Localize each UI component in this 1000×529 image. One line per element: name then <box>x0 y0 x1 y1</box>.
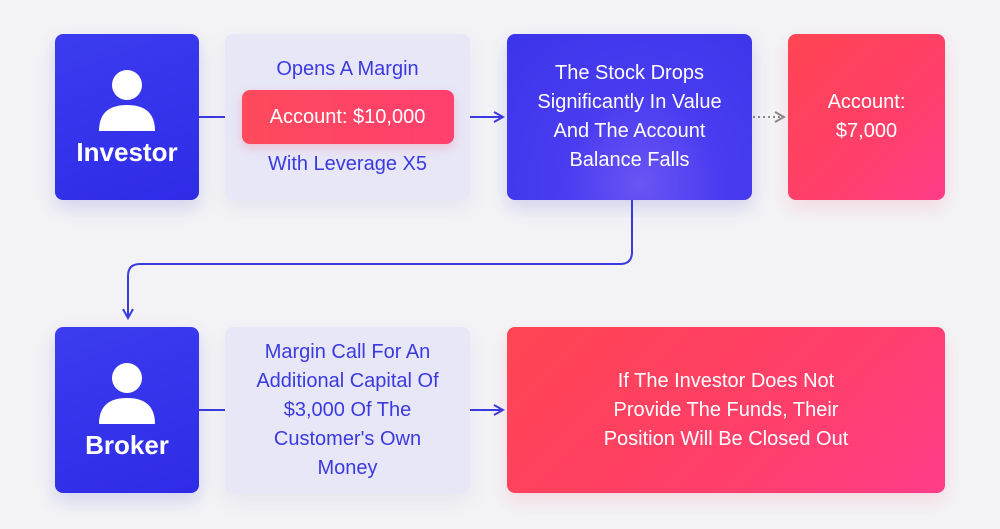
stock-drops-line: Balance Falls <box>569 149 690 171</box>
account-after-line: Account: <box>827 91 906 113</box>
opens-margin-node: Opens A Margin Account: $10,000 With Lev… <box>225 34 470 200</box>
closed-out-line: If The Investor Does Not <box>617 369 835 392</box>
closed-out-line: Position Will Be Closed Out <box>603 427 849 450</box>
margin-call-node: Margin Call For An Additional Capital Of… <box>225 327 470 493</box>
stock-drops-line: The Stock Drops <box>555 62 704 84</box>
broker-node: Broker <box>55 327 199 493</box>
margin-call-line: $3,000 Of The <box>283 398 412 421</box>
stock-drops-line: Significantly In Value <box>537 91 722 113</box>
stock-drops-node: The Stock Drops Significantly In Value A… <box>507 34 752 200</box>
opens-margin-line2: With Leverage X5 <box>268 153 427 175</box>
account-after-node: Account: $7,000 <box>788 34 945 200</box>
closed-out-line: Provide The Funds, Their <box>613 398 839 421</box>
broker-label: Broker <box>85 429 169 460</box>
margin-call-line: Margin Call For An <box>264 340 431 363</box>
stock-drops-line: And The Account <box>553 120 706 142</box>
opens-margin-line1: Opens A Margin <box>276 58 419 80</box>
account-after-line: $7,000 <box>835 120 898 142</box>
margin-call-line: Customer's Own <box>273 427 422 450</box>
investor-label: Investor <box>76 136 178 167</box>
account-balance-pill: Account: $10,000 <box>241 90 454 144</box>
margin-call-line: Money <box>317 456 378 479</box>
investor-node: Investor <box>55 34 199 200</box>
arrow-stock-to-broker <box>128 200 633 318</box>
person-icon <box>99 362 155 424</box>
person-icon <box>99 69 155 131</box>
margin-call-line: Additional Capital Of <box>256 369 439 392</box>
closed-out-node: If The Investor Does Not Provide The Fun… <box>507 327 945 493</box>
